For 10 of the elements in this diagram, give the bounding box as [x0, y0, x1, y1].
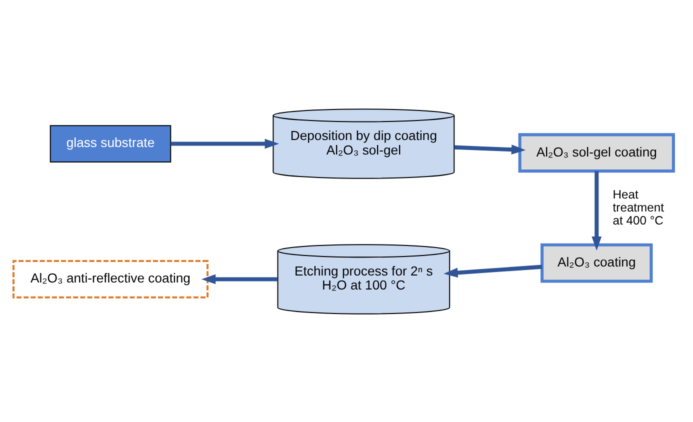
edge-label: Heat treatment at 400 °C — [612, 186, 664, 228]
node-box: Al₂O₃ sol-gel coating — [518, 132, 675, 172]
node-box: glass substrate — [50, 124, 172, 162]
node-box: Al₂O₃ anti-reflective coating — [12, 260, 209, 298]
arrow — [592, 170, 602, 250]
arrow — [444, 264, 542, 278]
arrow — [454, 144, 526, 154]
arrow — [170, 138, 279, 148]
node-box: Al₂O₃ coating — [540, 242, 653, 282]
arrow — [201, 274, 278, 284]
